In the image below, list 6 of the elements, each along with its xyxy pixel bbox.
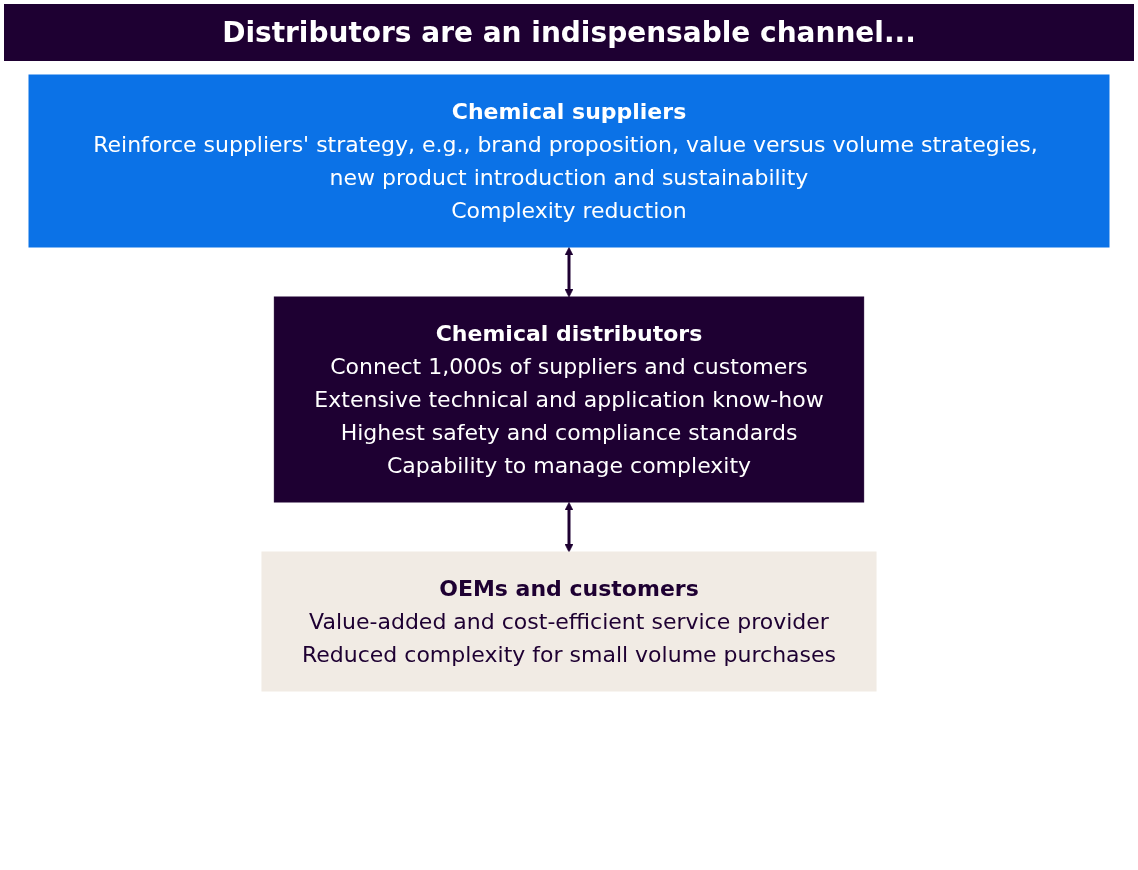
node-box: Chemical distributors Connect 1,000s of suppliers and customers Extensive technical and application know-how Highest safety and compliance standards Capability to manage complexity [273,296,865,503]
arrow [564,502,574,553]
node-box: Chemical suppliers Reinforce suppliers' strategy, e.g., brand proposition, value versus volume strategies, new product introduction and sustainability Complexity reduction [28,74,1110,248]
node-box: OEMs and customers Value-added and cost-efficient service provider Reduced complexity for small volume purchases [261,551,877,692]
arrow [564,247,574,298]
title-banner: Distributors are an indispensable channel... [4,4,1134,61]
